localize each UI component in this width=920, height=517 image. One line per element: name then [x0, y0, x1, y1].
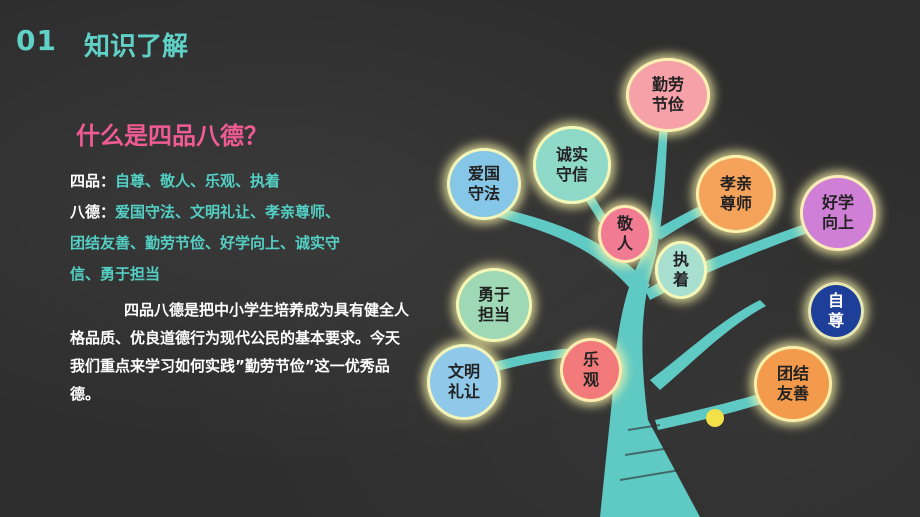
- ball-zizun-label: 自 尊: [827, 291, 844, 330]
- ball-aiguo: 爱国 守法: [447, 148, 521, 220]
- ball-leguan-label: 乐 观: [582, 350, 599, 389]
- ball-yongyu-label: 勇于 担当: [477, 285, 510, 324]
- ball-chengshi-label: 诚实 守信: [555, 145, 588, 184]
- trunk-texture: [619, 424, 681, 481]
- four-qualities-line: 四品：自尊、敬人、乐观、执着: [70, 171, 410, 191]
- eight-virtues-line-3: 信、勇于担当: [70, 265, 161, 283]
- ball-wenming-label: 文明 礼让: [447, 362, 480, 401]
- four-qualities-items: 自尊、敬人、乐观、执着: [115, 172, 281, 190]
- intro-paragraph: 四品八德是把中小学生培养成为具有健全人格品质、优良道德行为现代公民的基本要求。今…: [70, 301, 410, 403]
- ball-chengshi: 诚实 守信: [533, 126, 611, 204]
- ball-yongyu: 勇于 担当: [456, 268, 532, 342]
- section-number: 01: [16, 24, 57, 57]
- eight-virtues-text-1: 爱国守法、文明礼让、孝亲尊师、: [115, 203, 341, 221]
- ball-qinlao: 勤劳 节俭: [626, 58, 710, 132]
- ball-wenming: 文明 礼让: [427, 344, 501, 420]
- section-title: 知识了解: [84, 32, 189, 62]
- ball-xiaoqin: 孝亲 尊师: [696, 155, 776, 233]
- ball-aiguo-label: 爱国 守法: [467, 164, 500, 203]
- ball-jingren: 敬 人: [598, 205, 652, 263]
- eight-virtues-line-1: 八德：爱国守法、文明礼让、孝亲尊师、: [70, 202, 410, 222]
- ball-haoxue: 好学 向上: [800, 175, 876, 251]
- eight-virtues-label: 八德：: [70, 203, 116, 221]
- ball-haoxue-label: 好学 向上: [821, 193, 854, 232]
- ball-xiaoqin-label: 孝亲 尊师: [719, 174, 752, 213]
- ball-leguan: 乐 观: [560, 338, 622, 402]
- ball-tuanjie: 团结 友善: [754, 346, 832, 422]
- ball-tuanjie-label: 团结 友善: [776, 364, 809, 403]
- small-fruit: [706, 409, 724, 427]
- ball-qinlao-label: 勤劳 节俭: [651, 75, 684, 114]
- four-qualities-label: 四品：: [70, 172, 116, 190]
- ball-zhizhuo-label: 执 着: [672, 250, 689, 289]
- eight-virtues-line-2: 团结友善、勤劳节俭、好学向上、诚实守: [70, 234, 341, 252]
- ball-jingren-label: 敬 人: [616, 214, 633, 253]
- question-heading: 什么是四品八德？: [76, 122, 268, 150]
- ball-zhizhuo: 执 着: [655, 241, 707, 299]
- ball-zizun: 自 尊: [808, 282, 864, 340]
